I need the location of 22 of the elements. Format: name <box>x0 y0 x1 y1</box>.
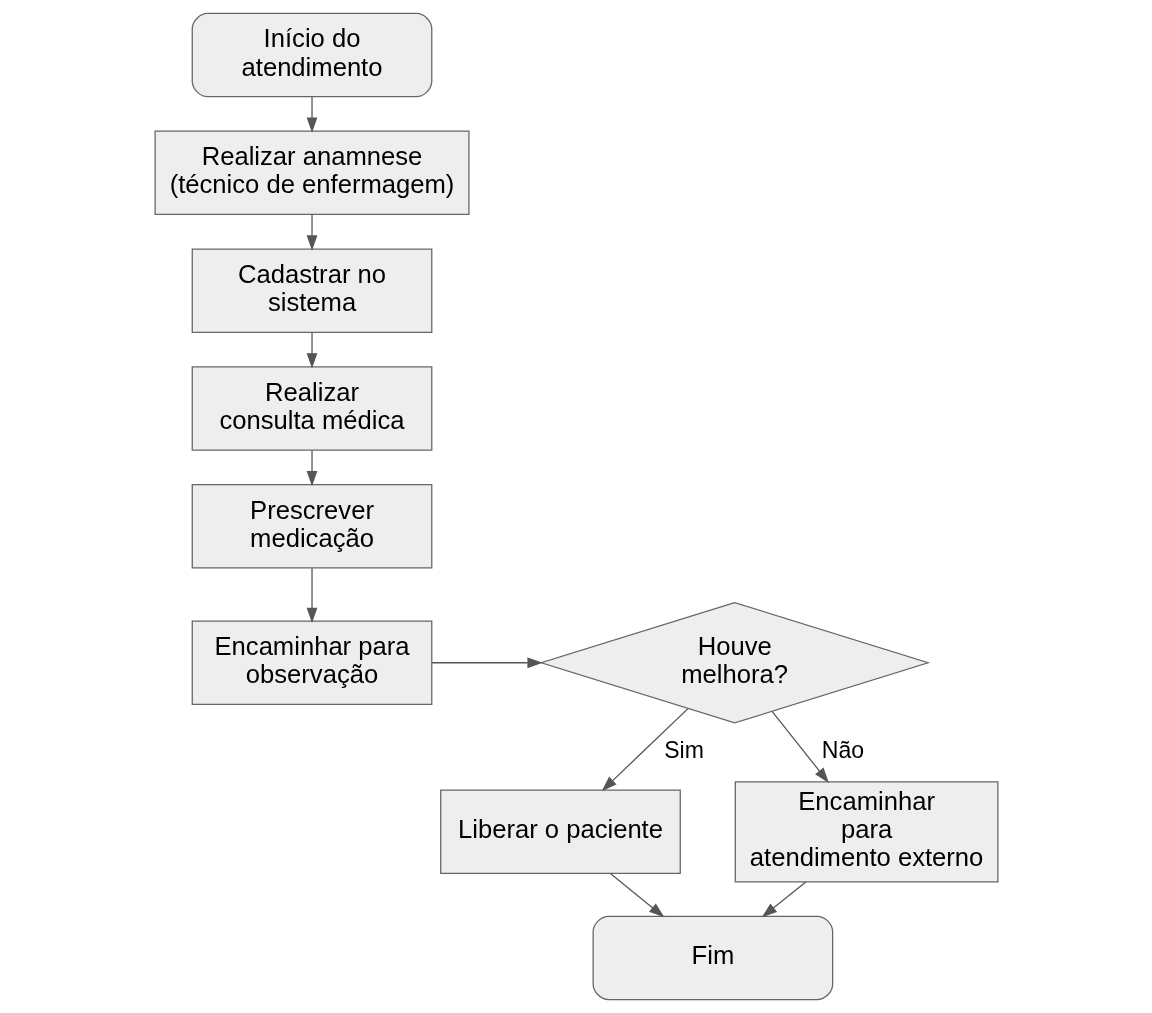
edge-label: Não <box>821 737 864 764</box>
arrow <box>306 96 317 133</box>
arrow <box>761 881 806 918</box>
node-box: Cadastrar no sistema <box>191 248 432 333</box>
arrow <box>431 657 543 669</box>
arrow <box>306 331 317 369</box>
node-box: Fim <box>592 915 833 1001</box>
arrow <box>601 708 689 792</box>
arrow <box>306 214 317 251</box>
arrow <box>306 449 317 487</box>
node-box: Prescrever medicação <box>191 484 432 569</box>
arrow <box>306 567 317 624</box>
arrow <box>609 872 664 918</box>
node-box: Liberar o paciente <box>439 789 681 875</box>
node-box: Encaminhar para atendimento externo <box>734 781 998 883</box>
arrow <box>771 710 829 783</box>
edge-label: Sim <box>663 737 704 764</box>
node-box: Início do atendimento <box>191 12 432 98</box>
node-box: Realizar consulta médica <box>191 366 432 451</box>
node-box: Encaminhar para observação <box>191 620 432 705</box>
node-box: Realizar anamnese (técnico de enfermagem) <box>154 130 470 216</box>
node-diamond: Houve melhora? <box>538 601 930 724</box>
